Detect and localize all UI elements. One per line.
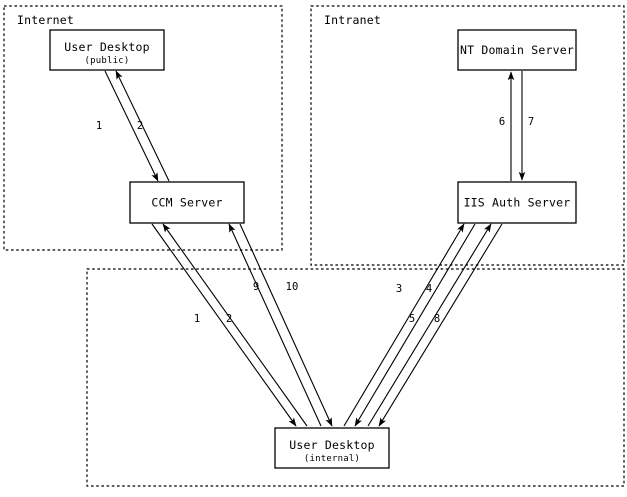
- flow-label-flow-5: 5: [409, 313, 415, 325]
- node-box-nt-domain-server[interactable]: [457, 29, 577, 71]
- node-iis-auth-server[interactable]: IIS Auth Server: [457, 181, 577, 224]
- flow-line-flow-8: [378, 223, 503, 427]
- zone-label-internet: Internet: [17, 13, 74, 27]
- flows-layer: [104, 70, 526, 427]
- node-title-ccm-server: CCM Server: [151, 196, 222, 210]
- flow-label-flow-3: 3: [396, 283, 402, 295]
- nodes-layer: User Desktop (public) NT Domain ServerCCM …: [49, 29, 577, 469]
- node-title-nt-domain-server: NT Domain Server: [460, 43, 574, 57]
- zone-intranet: Intranet: [310, 5, 625, 266]
- node-title-user-desktop-internal: User Desktop: [289, 438, 374, 452]
- node-subtitle-user-desktop-public: (public): [85, 56, 130, 66]
- flow-label-flow-8: 8: [434, 313, 440, 325]
- flow-label-flow-2-public: 2: [137, 120, 143, 132]
- flow-line-flow-2-internal: [162, 223, 308, 427]
- flow-line-flow-9: [228, 223, 322, 427]
- flow-labels-layer: 1 2 6 7 1 2 9 10 3 4 5 8: [96, 116, 534, 325]
- flow-line-flow-10: [239, 223, 333, 427]
- node-box-user-desktop-public[interactable]: [49, 29, 165, 71]
- zone-boundary-internet: [3, 5, 283, 251]
- node-user-desktop-public[interactable]: User Desktop (public): [49, 29, 165, 71]
- flow-label-flow-6: 6: [499, 116, 505, 128]
- zones-layer: Internet Intranet: [3, 5, 625, 487]
- flow-line-flow-5: [367, 223, 492, 427]
- zone-boundary-intranet: [310, 5, 625, 266]
- node-user-desktop-internal[interactable]: User Desktop (internal): [274, 427, 390, 469]
- flow-label-flow-1-public: 1: [96, 120, 102, 132]
- flow-label-flow-10: 10: [286, 281, 299, 293]
- flow-line-flow-1-public: [104, 70, 159, 182]
- zone-localnet: [86, 268, 625, 487]
- node-nt-domain-server[interactable]: NT Domain Server: [457, 29, 577, 71]
- node-ccm-server[interactable]: CCM Server: [129, 181, 245, 224]
- node-subtitle-user-desktop-internal: (internal): [304, 454, 360, 464]
- zone-label-intranet: Intranet: [324, 13, 381, 27]
- flow-label-flow-7: 7: [528, 116, 534, 128]
- flow-label-flow-1-internal: 1: [194, 313, 200, 325]
- flow-line-flow-4: [354, 223, 476, 427]
- flow-label-flow-4: 4: [426, 283, 432, 295]
- flow-line-flow-1-internal: [151, 223, 297, 427]
- node-box-iis-auth-server[interactable]: [457, 181, 577, 224]
- flow-line-flow-3: [343, 223, 465, 427]
- flow-label-flow-2-internal: 2: [226, 313, 232, 325]
- flow-label-flow-9: 9: [253, 281, 259, 293]
- node-title-user-desktop-public: User Desktop: [64, 40, 149, 54]
- node-box-ccm-server[interactable]: [129, 181, 245, 224]
- zone-internet: Internet: [3, 5, 283, 251]
- flow-line-flow-2-public: [115, 70, 170, 182]
- node-box-user-desktop-internal[interactable]: [274, 427, 390, 469]
- node-title-iis-auth-server: IIS Auth Server: [464, 196, 571, 210]
- zone-boundary-localnet: [86, 268, 625, 487]
